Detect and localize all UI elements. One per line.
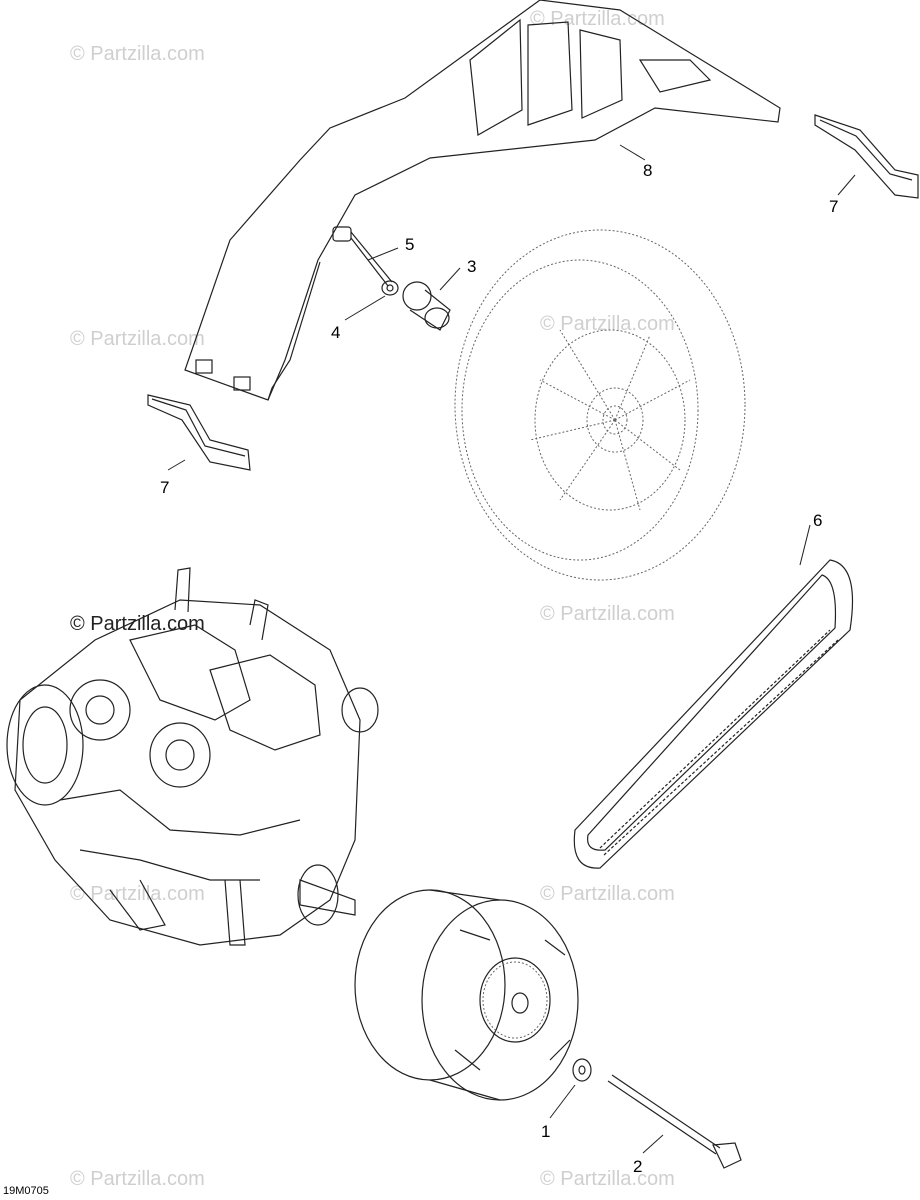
bolt-2: [607, 1074, 742, 1169]
watermark: © Partzilla.com: [70, 43, 205, 65]
engine-assembly: [6, 567, 379, 946]
watermark: © Partzilla.com: [70, 328, 205, 350]
drive-pulley: [354, 889, 579, 1101]
bolt-5: [332, 226, 393, 287]
engine-watermark: © Partzilla.com: [70, 613, 205, 635]
callout-5: 5: [405, 235, 414, 254]
guard-rubber-strip-left: [147, 394, 251, 471]
leader-lines: [167, 144, 856, 1154]
watermark: © Partzilla.com: [540, 1168, 675, 1190]
watermark: © Partzilla.com: [70, 1168, 205, 1190]
callout-2: 2: [633, 1157, 642, 1176]
watermark: © Partzilla.com: [540, 603, 675, 625]
washer-4: [381, 280, 399, 296]
spacer-3: [402, 281, 451, 331]
callout-8: 8: [643, 161, 652, 180]
callout-6: 6: [813, 511, 822, 530]
callout-1: 1: [541, 1122, 550, 1141]
driven-pulley: [454, 229, 746, 581]
washer-1: [572, 1058, 592, 1082]
figure-code: 19M0705: [3, 1185, 49, 1197]
guard-rubber-strip-right: [814, 114, 919, 199]
watermark: © Partzilla.com: [70, 883, 205, 905]
belt-guard: [184, 0, 781, 401]
watermark: © Partzilla.com: [530, 8, 665, 30]
watermark: © Partzilla.com: [540, 313, 675, 335]
callout-7-left: 7: [160, 478, 169, 497]
callout-3: 3: [467, 257, 476, 276]
callout-4: 4: [331, 323, 340, 342]
drive-belt: [573, 559, 853, 869]
callout-7-right: 7: [829, 197, 838, 216]
watermark: © Partzilla.com: [540, 883, 675, 905]
